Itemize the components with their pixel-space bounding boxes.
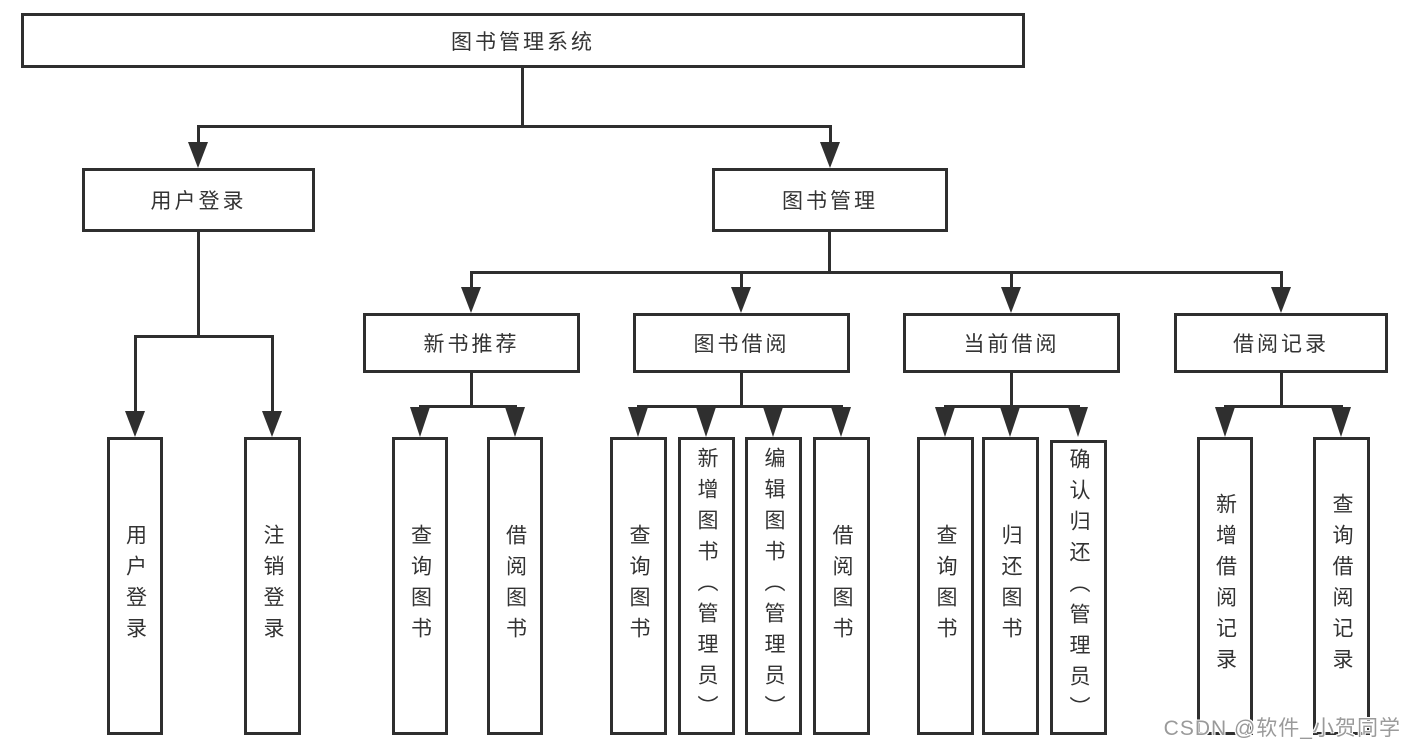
arrow-down [763,407,783,437]
node-root-label: 图书管理系统 [451,30,595,54]
leaf-user-login: 用户登录 [107,437,163,735]
arrow-down [505,407,525,437]
leaf-query-books-2: 查询图书 [610,437,667,735]
leaf-add-borrow-record: 新增借阅记录 [1197,437,1253,735]
connector-v-current [1010,373,1013,408]
connector-h-current [944,405,1080,408]
connector-v-root [521,68,524,127]
leaf-borrow-books-2-label: 借阅图书 [830,524,853,648]
connector-h-level2 [197,125,832,128]
leaf-logout: 注销登录 [244,437,301,735]
connector-h-records [1224,405,1343,408]
connector-v-borrow [740,373,743,408]
arrow-down [1331,407,1351,437]
node-borrow-records-label: 借阅记录 [1233,333,1329,356]
leaf-return-books: 归还图书 [982,437,1039,735]
node-user-login-label: 用户登录 [150,190,247,213]
connector-v-login-branch [197,232,200,337]
arrow-down [461,287,481,313]
leaf-query-books-3: 查询图书 [917,437,974,735]
connector-v-leaf-login [134,335,137,413]
arrow-down [820,142,840,168]
arrow-down [1215,407,1235,437]
node-current-borrow-label: 当前借阅 [963,333,1060,356]
csdn-watermark: CSDN @软件_小贺同学 [1163,717,1401,740]
connector-v-user-login [197,125,200,144]
arrow-down [1068,407,1088,437]
connector-h-login-branch [134,335,274,338]
leaf-add-books-admin-label: 新增图书（管理员） [695,446,718,726]
node-book-management-label: 图书管理 [782,190,878,213]
leaf-query-books-2-label: 查询图书 [627,524,650,648]
leaf-user-login-label: 用户登录 [123,524,147,648]
arrow-down [1271,287,1291,313]
connector-v-records [1280,373,1283,408]
arrow-down [1001,287,1021,313]
leaf-add-borrow-record-label: 新增借阅记录 [1213,493,1237,679]
leaf-add-books-admin: 新增图书（管理员） [678,437,735,735]
leaf-return-books-label: 归还图书 [999,524,1022,648]
arrow-down [696,407,716,437]
connector-v-book-mgmt [829,125,832,144]
node-new-book-recommend-label: 新书推荐 [423,333,520,356]
leaf-query-borrow-record-label: 查询借阅记录 [1330,493,1353,679]
leaf-edit-books-admin: 编辑图书（管理员） [745,437,802,735]
leaf-borrow-books-1-label: 借阅图书 [503,524,527,648]
node-book-borrow: 图书借阅 [633,313,850,373]
connector-v-l3 [740,271,743,289]
leaf-borrow-books-2: 借阅图书 [813,437,870,735]
connector-h-recommend [419,405,517,408]
arrow-down [262,411,282,437]
arrow-down [410,407,430,437]
arrow-down [1000,407,1020,437]
connector-v-l3 [470,271,473,289]
connector-v-leaf-logout [271,335,274,413]
node-user-login: 用户登录 [82,168,315,232]
node-current-borrow: 当前借阅 [903,313,1120,373]
arrow-down [935,407,955,437]
leaf-query-books-1-label: 查询图书 [408,524,432,648]
arrow-down [831,407,851,437]
leaf-confirm-return-admin: 确认归还（管理员） [1050,440,1107,735]
leaf-edit-books-admin-label: 编辑图书（管理员） [762,446,785,726]
arrow-down [125,411,145,437]
arrow-down [188,142,208,168]
leaf-query-books-1: 查询图书 [392,437,448,735]
leaf-logout-label: 注销登录 [261,524,284,648]
connector-v-recommend [470,373,473,408]
leaf-query-borrow-record: 查询借阅记录 [1313,437,1370,735]
leaf-confirm-return-admin-label: 确认归还（管理员） [1067,448,1090,727]
leaf-query-books-3-label: 查询图书 [934,524,957,648]
connector-v-mgmt-branch [828,232,831,273]
arrow-down [731,287,751,313]
arrow-down [628,407,648,437]
connector-h-level3 [470,271,1283,274]
leaf-borrow-books-1: 借阅图书 [487,437,543,735]
node-root: 图书管理系统 [21,13,1025,68]
connector-v-l3 [1280,271,1283,289]
node-book-borrow-label: 图书借阅 [693,333,790,356]
connector-v-l3 [1010,271,1013,289]
connector-h-borrow [637,405,843,408]
node-book-management: 图书管理 [712,168,948,232]
node-borrow-records: 借阅记录 [1174,313,1388,373]
node-new-book-recommend: 新书推荐 [363,313,580,373]
